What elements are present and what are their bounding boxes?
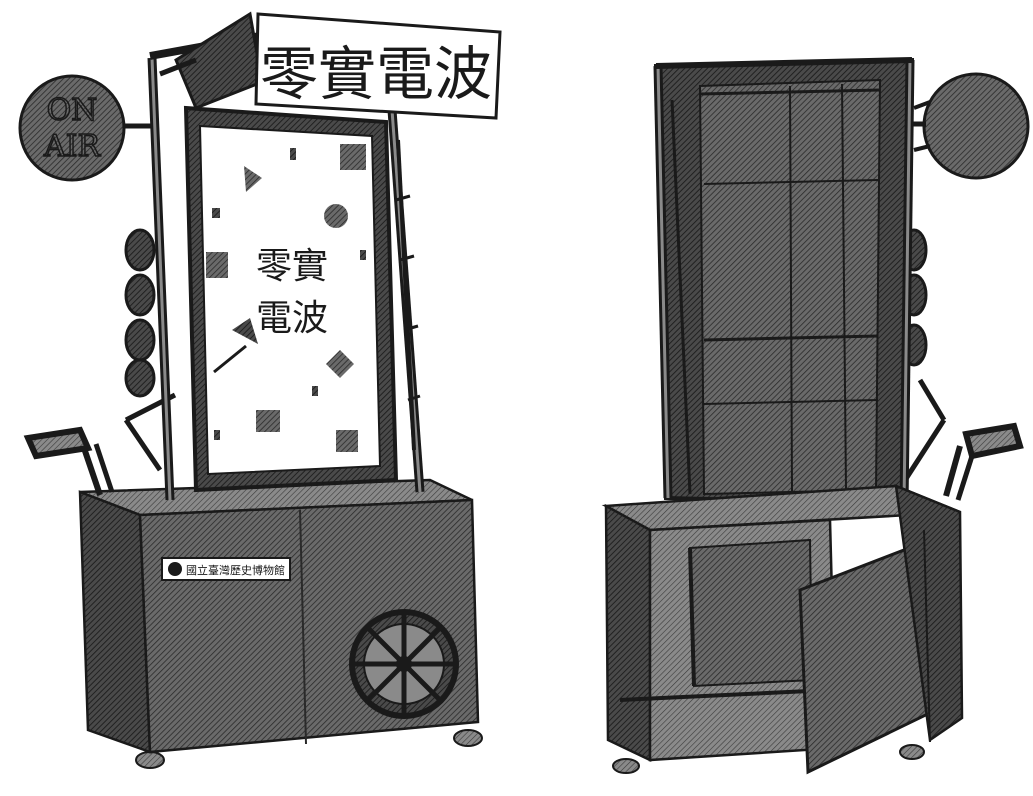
museum-label-plate: 國立臺灣歷史博物館 bbox=[161, 557, 291, 581]
front-frame bbox=[147, 11, 425, 501]
front-foot-left bbox=[135, 751, 165, 769]
on-air-line2: AIR bbox=[43, 129, 102, 164]
screen-title-line1: 零實 bbox=[256, 246, 328, 287]
on-air-line1: ON bbox=[47, 93, 98, 128]
back-tall-panel bbox=[653, 57, 915, 507]
front-speakers bbox=[123, 228, 177, 472]
back-cart bbox=[601, 57, 1030, 775]
front-handle bbox=[23, 426, 115, 496]
cart-wheel bbox=[349, 609, 459, 719]
top-sign-text: 零實電波 bbox=[260, 40, 492, 108]
back-foot-left bbox=[612, 758, 640, 774]
screen-title-line2: 電波 bbox=[256, 298, 328, 339]
front-cart: 國立臺灣歷史博物館 ON AIR bbox=[18, 11, 502, 769]
on-air-sign: ON AIR bbox=[18, 74, 158, 182]
back-foot-right bbox=[899, 744, 925, 760]
label-plate-text: 國立臺灣歷史博物館 bbox=[186, 563, 285, 577]
back-round-sign bbox=[910, 72, 1030, 180]
back-handle bbox=[943, 422, 1024, 501]
front-poster-screen: 零實 電波 bbox=[183, 105, 399, 493]
top-sign-board: 零實電波 bbox=[254, 12, 502, 120]
back-cabinet-interior bbox=[604, 503, 652, 762]
back-cabinet-right-side bbox=[894, 484, 964, 743]
front-foot-right bbox=[453, 729, 483, 747]
